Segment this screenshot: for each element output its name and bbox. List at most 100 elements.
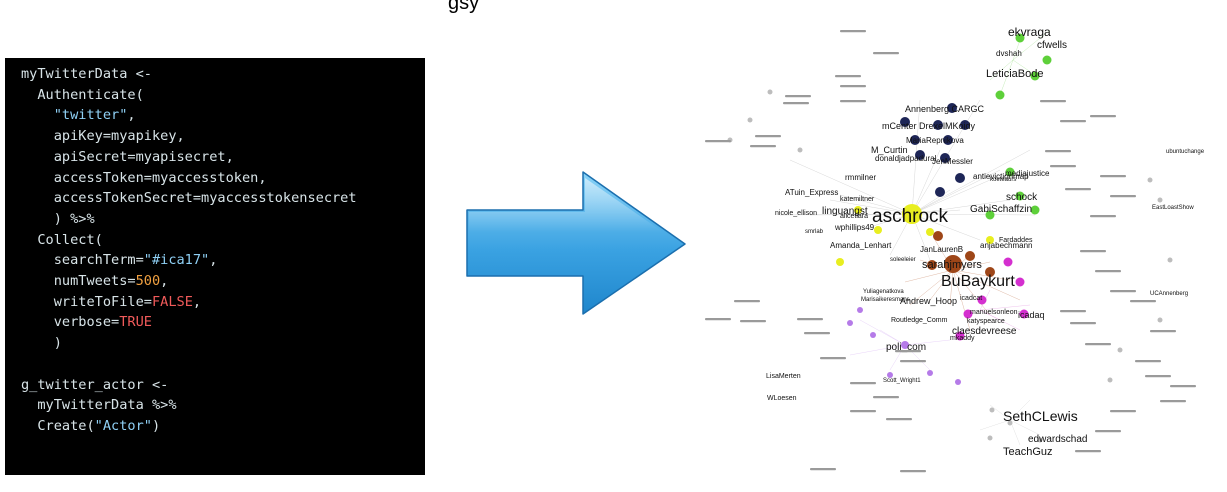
node-label: LisaMerten (766, 373, 801, 380)
code-token: ) %>% (21, 210, 95, 227)
arrow-shape (466, 171, 686, 315)
graph-node (963, 309, 973, 319)
node-label: EastLoastShow (1152, 205, 1194, 211)
node-label: mkaddy (950, 335, 975, 342)
node-label: mediajustice (1005, 169, 1050, 178)
node-label: katemiltner (840, 196, 875, 203)
tiny-label-mark (1075, 450, 1101, 453)
graph-node (1007, 420, 1013, 426)
graph-edge (979, 304, 1031, 311)
graph-node (854, 206, 862, 214)
graph-node (935, 187, 945, 197)
graph-node (1147, 177, 1153, 183)
code-line: accessToken=myaccesstoken, (21, 168, 425, 189)
graph-node (926, 228, 934, 236)
node-label: WLoesen (767, 395, 797, 402)
tiny-label-mark (900, 360, 926, 363)
graph-node (910, 135, 920, 145)
tiny-label-mark (1095, 270, 1121, 273)
tiny-label-mark (705, 318, 731, 321)
node-label: Andrew_Hoop (900, 296, 957, 306)
code-line: ) (21, 333, 425, 354)
graph-node (989, 407, 995, 413)
tiny-label-mark (1050, 165, 1076, 168)
code-line: writeToFile=FALSE, (21, 292, 425, 313)
code-token: Collect( (21, 231, 103, 248)
tiny-label-mark (1060, 120, 1086, 123)
node-label: ATuin_Express (785, 188, 838, 197)
graph-node (1157, 317, 1163, 323)
code-token: accessTokenSecret=myaccesstokensecret (21, 190, 357, 207)
node-label: icadcat (960, 295, 982, 302)
tiny-label-mark (850, 382, 876, 385)
code-token: myTwitterData <- (21, 66, 152, 82)
code-token (21, 107, 54, 123)
node-label: katyspearce (967, 318, 1005, 325)
graph-edge (952, 269, 971, 331)
tiny-label-mark (1040, 100, 1066, 103)
tiny-label-mark (797, 318, 823, 321)
tiny-label-mark (750, 145, 776, 148)
graph-edge (911, 213, 981, 241)
graph-node (887, 372, 893, 378)
graph-edge (1012, 59, 1036, 76)
cropped-heading-fragment: gsy (448, 0, 480, 14)
graph-node (1167, 257, 1173, 263)
code-line: verbose=TRUE (21, 312, 425, 333)
graph-edge (859, 319, 906, 346)
tiny-label-mark (1090, 115, 1116, 118)
code-line: Create("Actor") (21, 416, 425, 437)
tiny-label-mark (840, 30, 866, 33)
node-label: aschrock (872, 206, 949, 227)
tiny-label-mark (1110, 290, 1136, 293)
node-label: Yuliagenatkova (863, 289, 904, 295)
graph-edge (849, 344, 906, 356)
code-token: FALSE (151, 293, 193, 310)
tiny-label-mark (1110, 195, 1136, 198)
tiny-label-mark (820, 357, 846, 360)
graph-node (915, 150, 925, 160)
graph-edge (1012, 39, 1021, 61)
code-token: , (209, 252, 218, 269)
graph-node (1015, 33, 1025, 43)
graph-node (933, 231, 943, 241)
graph-edge (929, 269, 954, 301)
tiny-label-mark (873, 52, 899, 55)
code-line: Authenticate( (21, 85, 425, 106)
graph-edge (952, 269, 991, 316)
graph-edge (911, 169, 1001, 215)
code-line: myTwitterData <- (21, 64, 425, 85)
tiny-label-mark (1080, 250, 1106, 253)
graph-node (797, 147, 803, 153)
graph-edge (989, 59, 1014, 81)
tiny-label-mark (1130, 300, 1156, 303)
graph-node (955, 173, 965, 183)
node-label: schock (1006, 192, 1038, 203)
node-label: sarahjmyers (922, 259, 982, 271)
code-token: "Actor" (94, 417, 152, 434)
node-label: GabiSchaffzin (970, 204, 1032, 215)
tiny-label-mark (783, 102, 809, 105)
graph-node (943, 135, 953, 145)
graph-edge (952, 269, 1011, 281)
tiny-label-mark (835, 75, 861, 78)
graph-edge (839, 194, 913, 215)
graph-edge (999, 59, 1014, 96)
graph-node (985, 210, 995, 220)
graph-node (986, 236, 994, 244)
tiny-label-mark (900, 470, 926, 473)
graph-edge (779, 213, 913, 216)
code-token: apiKey=myapikey, (21, 128, 185, 145)
node-label: Scott_Wright1 (883, 378, 921, 384)
graph-edge (1009, 399, 1031, 421)
graph-node (965, 251, 975, 261)
node-label: donaldjadpadural (875, 154, 937, 163)
tiny-label-mark (1145, 375, 1171, 378)
graph-node (947, 103, 957, 113)
code-token: , (160, 273, 169, 290)
code-line: numTweets=500, (21, 271, 425, 292)
node-label: icadaq (1018, 310, 1045, 320)
node-label: Marisaikeresmans (861, 297, 910, 303)
code-token: Authenticate( (21, 86, 144, 103)
